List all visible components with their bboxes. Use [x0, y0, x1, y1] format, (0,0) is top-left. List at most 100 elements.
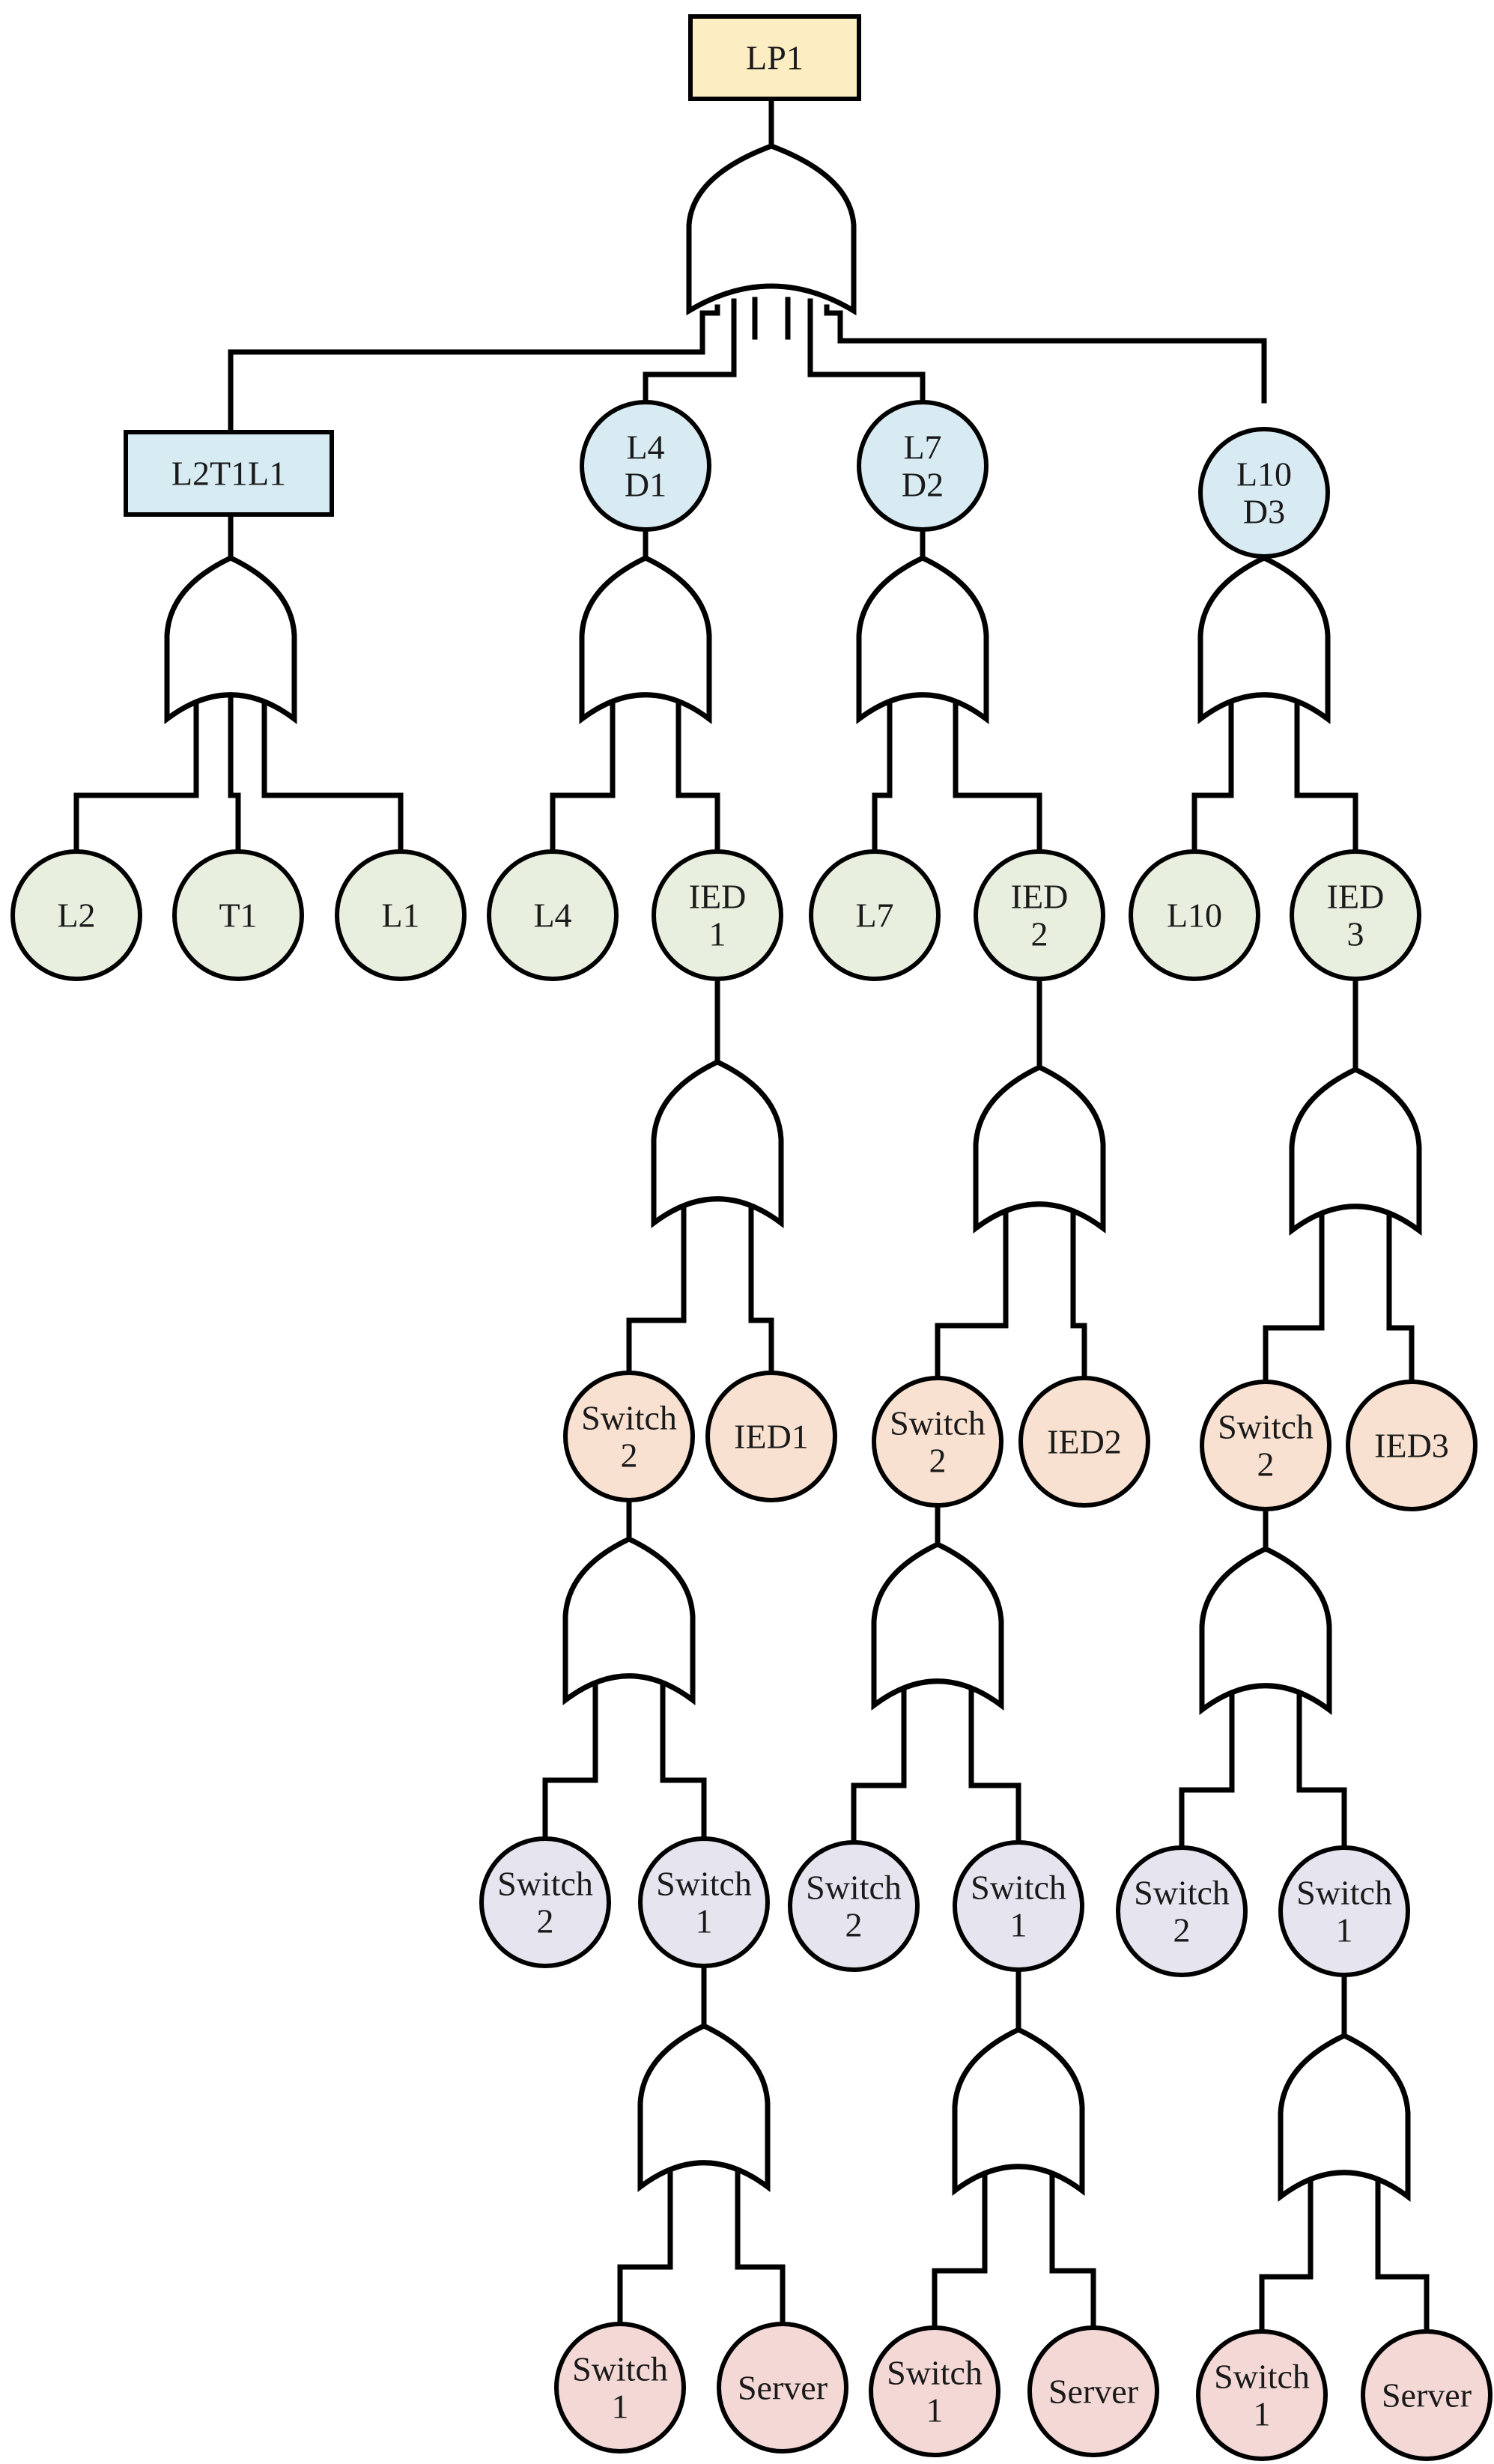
node-label: D3 — [1243, 493, 1285, 531]
node-label: LP1 — [746, 39, 804, 77]
intermediate-event-ied2: IED2 — [974, 849, 1105, 981]
intermediate-event-ied1: IED1 — [652, 849, 783, 981]
node-label: L7 — [855, 896, 893, 935]
node-label: 2 — [929, 1442, 947, 1480]
node-label: 2 — [1173, 1911, 1191, 1949]
connector-line — [660, 1675, 707, 1842]
connector-line — [228, 683, 241, 853]
basic-event-l4: L4 — [487, 849, 619, 981]
node-label: L4 — [533, 896, 571, 935]
or-gate-icon — [651, 1059, 784, 1229]
basic-event-l1-shape — [335, 849, 467, 981]
connector-line — [968, 1680, 1021, 1847]
node-label: L10 — [1167, 896, 1222, 935]
connector-line — [228, 304, 720, 450]
node-label: 1 — [1336, 1911, 1353, 1949]
node-label: 3 — [1347, 915, 1364, 953]
or-gate-icon — [1278, 2033, 1411, 2203]
node-label: Switch — [572, 2350, 668, 2388]
top-event-lp1: LP1 — [688, 14, 861, 101]
connector-line — [1386, 1205, 1415, 1387]
basic-event-ied3: IED3 — [1346, 1380, 1478, 1511]
or-gate-icon — [856, 555, 989, 725]
connector-line — [1296, 1684, 1347, 1851]
connector-line — [807, 298, 926, 404]
or-gate-icon — [952, 2027, 1085, 2197]
node-label: Server — [1048, 2373, 1138, 2411]
intermediate-event-l2t1l1: L2T1L1 — [124, 430, 334, 517]
node-label: 1 — [1254, 2395, 1271, 2433]
connector-line — [1179, 1684, 1235, 1851]
or-gate-icon — [562, 1536, 696, 1706]
node-label: L7 — [903, 428, 941, 467]
basic-event-l2: L2 — [10, 849, 142, 981]
connector-line — [550, 694, 616, 853]
or-gates — [164, 143, 1422, 2203]
basic-event-server-b-shape — [1027, 2325, 1159, 2457]
or-gate-icon — [1199, 1546, 1332, 1716]
intermediate-event-ied3: IED3 — [1290, 849, 1421, 981]
node-label: Switch — [1134, 1874, 1230, 1912]
or-gate-icon — [637, 2023, 771, 2193]
basic-event-l4-shape — [487, 849, 619, 981]
connector-line — [1070, 1203, 1087, 1385]
node-label: L10 — [1236, 455, 1292, 494]
node-label: L4 — [626, 428, 664, 467]
intermediate-event-l4d1-shape — [580, 400, 711, 532]
intermediate-event-ied1-shape — [652, 849, 783, 981]
node-label: IED3 — [1374, 1427, 1449, 1465]
connector-line — [73, 694, 199, 853]
node-label: Switch — [887, 2354, 983, 2392]
node-label: Switch — [1214, 2358, 1310, 2396]
intermediate-event-switch2-b-shape — [872, 1376, 1003, 1508]
node-label: IED — [689, 878, 747, 916]
node-label: Switch — [581, 1399, 677, 1437]
node-label: 1 — [1010, 1906, 1027, 1944]
or-gate-icon — [1197, 555, 1331, 725]
node-label: Switch — [656, 1865, 752, 1903]
basic-event-switch2-b-shape — [788, 1840, 920, 1972]
or-gate-icon — [973, 1064, 1106, 1234]
intermediate-event-ied3-shape — [1290, 849, 1421, 981]
basic-event-l10: L10 — [1129, 849, 1260, 981]
connector-line — [953, 694, 1042, 853]
node-label: L1 — [381, 896, 419, 935]
basic-event-l7-shape — [809, 849, 941, 981]
or-gate-icon — [871, 1541, 1004, 1711]
node-label: D2 — [902, 466, 944, 504]
or-gate-icon — [164, 555, 297, 725]
basic-event-switch2-c-shape — [1116, 1845, 1248, 1977]
connector-line — [675, 694, 720, 853]
connector-line — [1263, 1205, 1325, 1387]
connector-line — [932, 2165, 988, 2332]
connector-line — [1049, 2165, 1096, 2332]
node-label: Switch — [890, 1404, 986, 1442]
basic-event-l7: L7 — [809, 849, 941, 981]
connector-line — [1375, 2171, 1430, 2338]
intermediate-event-l2t1l1-shape — [124, 430, 334, 517]
connector-line — [1191, 694, 1234, 853]
intermediate-event-switch2-c-shape — [1200, 1380, 1331, 1511]
node-label: IED — [1011, 878, 1069, 916]
node-label: IED1 — [734, 1418, 809, 1456]
connector-line — [626, 1198, 687, 1380]
basic-event-switch2-a-shape — [479, 1836, 611, 1968]
basic-event-switch1-b-shape — [869, 2325, 1000, 2457]
node-label: 2 — [1031, 915, 1048, 953]
connector-line — [1259, 2171, 1314, 2338]
node-label: Switch — [1218, 1408, 1314, 1446]
connector-line — [1294, 694, 1358, 853]
